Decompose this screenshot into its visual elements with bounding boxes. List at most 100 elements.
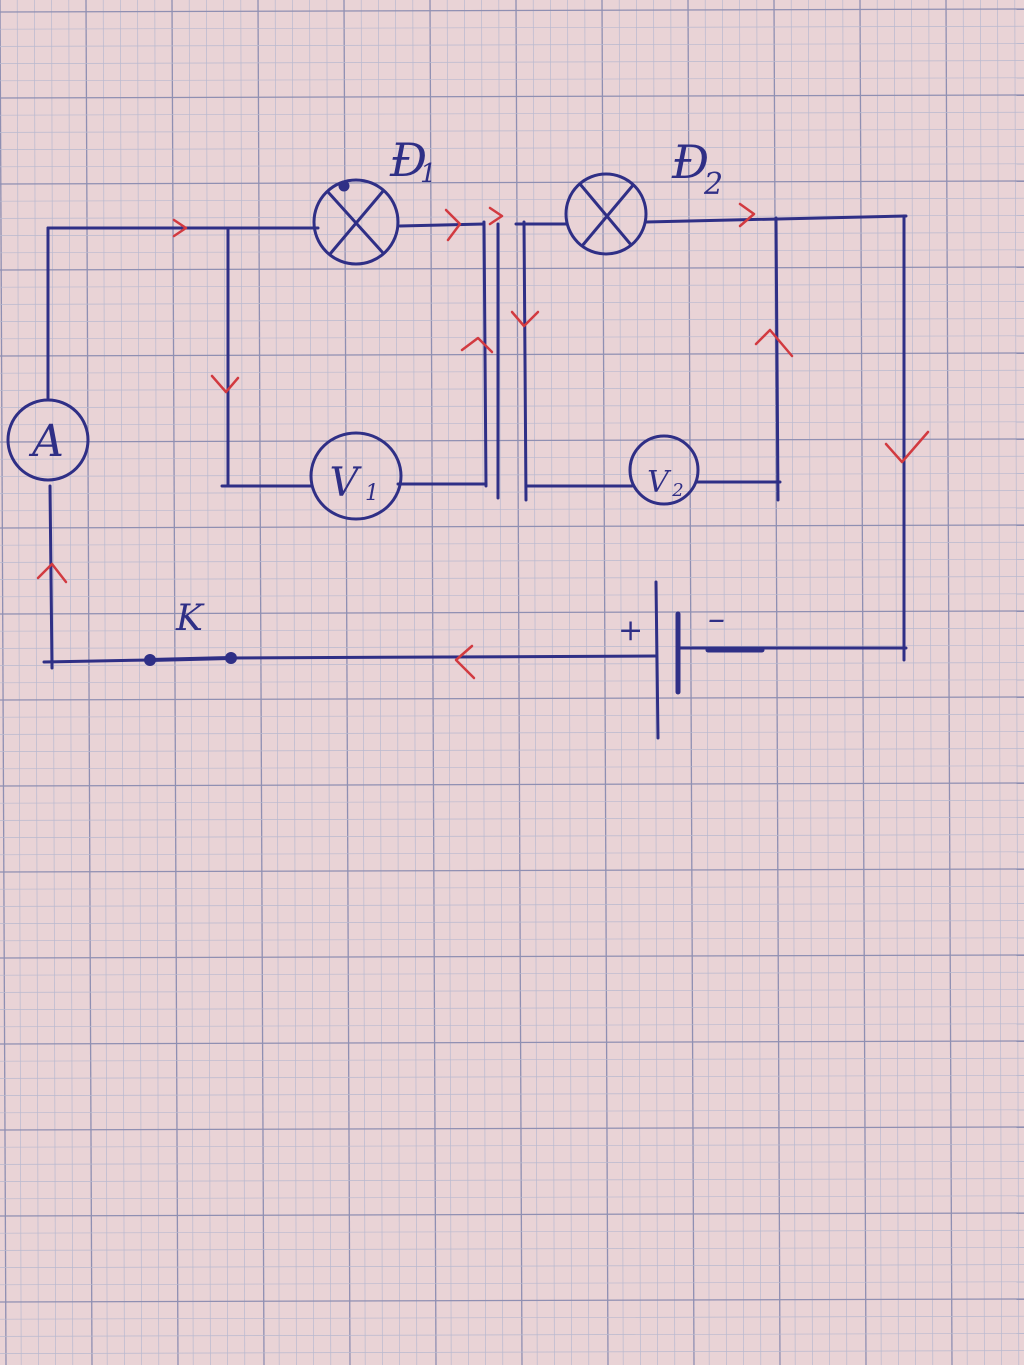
grid-line-vertical bbox=[670, 0, 676, 1365]
grid-line-horizontal bbox=[0, 765, 1024, 770]
grid-line-vertical bbox=[532, 0, 538, 1365]
battery-plus-label: + bbox=[618, 613, 643, 648]
current-arrow-icon bbox=[510, 310, 540, 328]
grid-line-horizontal bbox=[0, 1247, 1024, 1251]
grid-line-vertical bbox=[997, 0, 1002, 1365]
grid-line-horizontal bbox=[0, 1109, 1024, 1114]
grid-line-horizontal bbox=[0, 799, 1024, 804]
grid-line-horizontal bbox=[0, 989, 1024, 993]
grid-line-horizontal bbox=[0, 387, 1024, 391]
voltmeter1-label: V bbox=[330, 460, 363, 506]
grid-line-horizontal bbox=[0, 1126, 1024, 1131]
ammeter-circle-icon: A bbox=[6, 398, 90, 482]
grid-line-horizontal bbox=[0, 782, 1024, 787]
grid-line-horizontal bbox=[0, 60, 1024, 64]
lamp1-subscript: 1 bbox=[420, 159, 437, 189]
grid-line-vertical bbox=[343, 0, 351, 1365]
grid-line-horizontal bbox=[0, 1281, 1024, 1286]
grid-line-horizontal bbox=[0, 352, 1024, 357]
voltmeter-circle-icon: V 2 bbox=[628, 434, 700, 506]
grid-line-vertical bbox=[980, 0, 985, 1365]
grid-line-horizontal bbox=[0, 335, 1024, 340]
grid-line-horizontal bbox=[0, 1333, 1024, 1337]
current-arrow-icon bbox=[36, 562, 68, 584]
wire-lamp1-right bbox=[398, 222, 486, 228]
grid-line-horizontal bbox=[0, 8, 1024, 13]
wire-mid-right bbox=[522, 220, 528, 502]
voltmeter2-label: V bbox=[647, 465, 672, 500]
grid-line-horizontal bbox=[0, 43, 1024, 47]
grid-line-vertical bbox=[378, 0, 383, 1365]
grid-line-horizontal bbox=[0, 1092, 1024, 1096]
grid-line-vertical bbox=[842, 0, 848, 1365]
grid-line-vertical bbox=[618, 0, 624, 1365]
grid-line-horizontal bbox=[0, 1075, 1024, 1079]
current-arrow-icon bbox=[460, 336, 494, 354]
wire-v2-right-vertical bbox=[774, 216, 780, 502]
grid-line-vertical bbox=[429, 0, 437, 1365]
grid-line-horizontal bbox=[0, 249, 1024, 254]
grid-line-horizontal bbox=[0, 1178, 1024, 1182]
battery-cell-icon bbox=[654, 580, 681, 740]
grid-line-vertical bbox=[326, 0, 332, 1365]
grid-line-horizontal bbox=[0, 731, 1024, 735]
grid-line-horizontal bbox=[0, 77, 1024, 82]
grid-line-horizontal bbox=[0, 473, 1024, 477]
grid-line-horizontal bbox=[0, 713, 1024, 718]
grid-line-horizontal bbox=[0, 490, 1024, 494]
grid-line-horizontal bbox=[0, 1040, 1024, 1045]
lamp-cross-icon bbox=[312, 178, 400, 266]
lamp2-label: Đ bbox=[671, 135, 709, 189]
grid-line-horizontal bbox=[0, 129, 1024, 133]
grid-line-vertical bbox=[653, 0, 658, 1365]
current-arrow-icon bbox=[738, 202, 756, 228]
grid-line-vertical bbox=[911, 0, 916, 1365]
grid-line-horizontal bbox=[0, 1057, 1024, 1062]
wire-bottom-main bbox=[228, 654, 658, 660]
grid-line-vertical bbox=[756, 0, 762, 1365]
grid-line-horizontal bbox=[0, 868, 1024, 873]
ammeter-ring bbox=[6, 398, 90, 482]
lamp2-subscript: 2 bbox=[703, 167, 723, 202]
grid-line-vertical bbox=[739, 0, 744, 1365]
grid-line-horizontal bbox=[0, 146, 1024, 150]
grid-line-horizontal bbox=[0, 180, 1024, 185]
grid-line-horizontal bbox=[0, 507, 1024, 512]
grid-line-horizontal bbox=[0, 748, 1024, 752]
wire-left-vertical-lower bbox=[48, 484, 54, 670]
grid-line-horizontal bbox=[0, 1315, 1024, 1320]
current-arrow-icon bbox=[444, 208, 462, 242]
voltmeter-circle-icon: V 1 bbox=[309, 431, 403, 521]
grid-line-vertical bbox=[945, 0, 953, 1365]
grid-line-horizontal bbox=[0, 954, 1024, 959]
grid-line-horizontal bbox=[0, 369, 1024, 374]
current-arrow-icon bbox=[454, 644, 476, 680]
grid-line-horizontal bbox=[0, 610, 1024, 615]
grid-line-vertical bbox=[962, 0, 968, 1365]
grid-line-horizontal bbox=[0, 318, 1024, 322]
grid-line-horizontal bbox=[0, 679, 1024, 684]
grid-line-horizontal bbox=[0, 559, 1024, 563]
grid-line-vertical bbox=[601, 0, 609, 1365]
grid-line-vertical bbox=[704, 0, 710, 1365]
voltmeter2-ring bbox=[628, 434, 700, 506]
grid-line-horizontal bbox=[0, 1023, 1024, 1028]
lamp1-label: Đ bbox=[389, 133, 427, 187]
grid-line-horizontal bbox=[0, 937, 1024, 942]
battery-long-plate bbox=[654, 580, 660, 740]
grid-line-horizontal bbox=[0, 404, 1024, 408]
grid-line-horizontal bbox=[0, 283, 1024, 288]
grid-line-vertical bbox=[446, 0, 452, 1365]
grid-line-vertical bbox=[1014, 0, 1020, 1365]
grid-line-horizontal bbox=[0, 94, 1024, 99]
current-arrow-icon bbox=[884, 430, 930, 464]
grid-line-vertical bbox=[808, 0, 813, 1365]
grid-line-vertical bbox=[825, 0, 830, 1365]
grid-line-horizontal bbox=[0, 1298, 1024, 1303]
grid-line-vertical bbox=[894, 0, 899, 1365]
switch-label: K bbox=[175, 598, 205, 639]
grid-line-horizontal bbox=[0, 541, 1024, 546]
grid-line-horizontal bbox=[0, 593, 1024, 598]
